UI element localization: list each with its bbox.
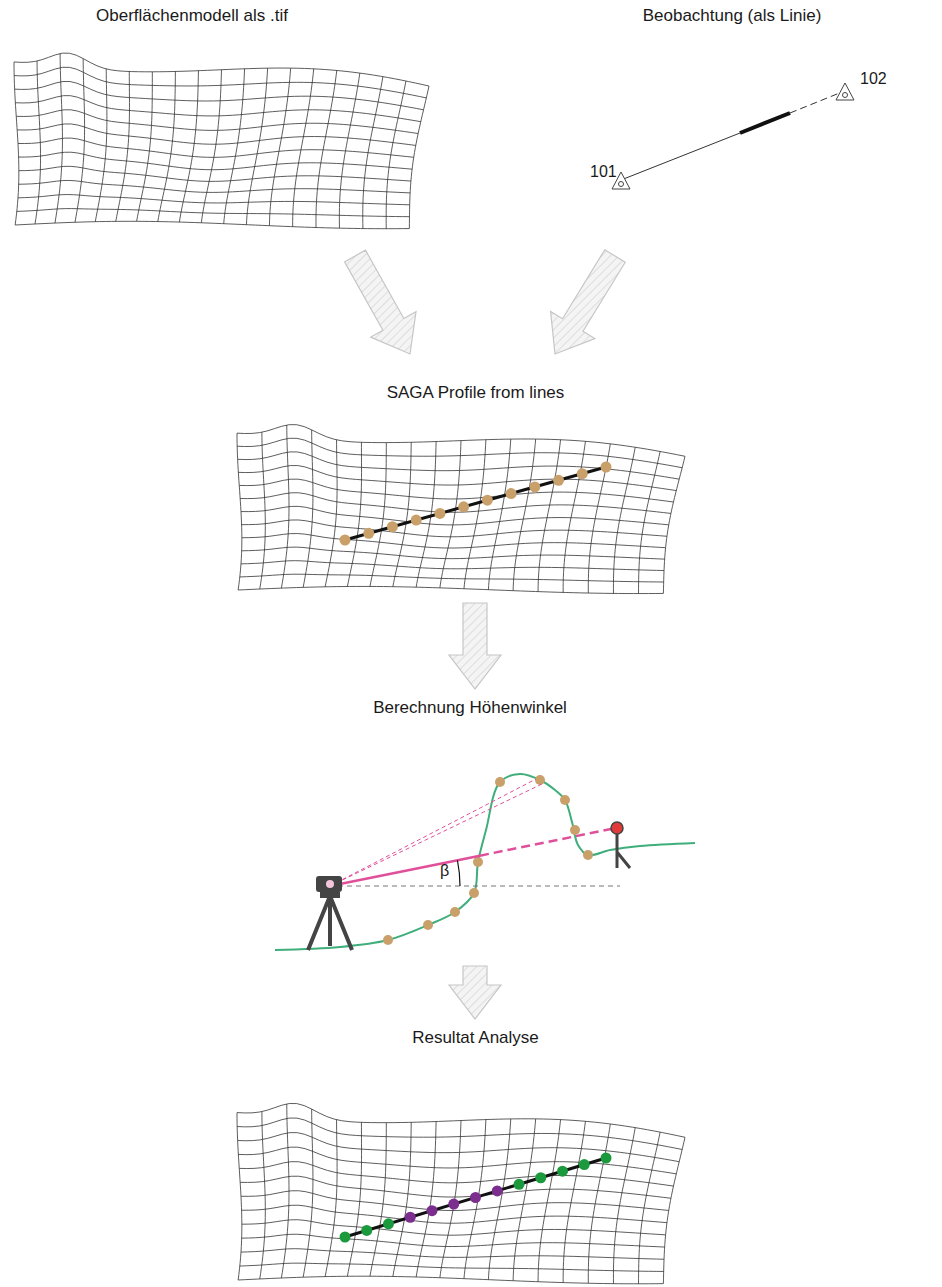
workflow-step: Berechnung Höhenwinkel (249, 697, 691, 958)
flow-arrow (449, 966, 501, 1019)
surface-mesh (237, 1104, 685, 1284)
angle-symbol: β (440, 862, 449, 880)
observation-line (612, 83, 854, 189)
surface-mesh (14, 53, 429, 229)
flow-arrow (345, 250, 416, 354)
flow-arrow (449, 603, 501, 689)
workflow-step: SAGA Profile from lines (242, 382, 709, 595)
step-title: SAGA Profile from lines (242, 382, 709, 404)
step-title: Berechnung Höhenwinkel (249, 697, 691, 719)
step-title: Oberflächenmodell als .tif (6, 5, 378, 27)
step-title: Resultat Analyse (242, 1027, 709, 1049)
step-title: Beobachtung (als Linie) (576, 5, 888, 27)
workflow-step: Oberflächenmodell als .tif (6, 5, 378, 228)
point-number: 101 (590, 163, 617, 181)
workflow-step: Resultat Analyse (242, 1027, 709, 1282)
point-number: 102 (860, 70, 887, 88)
workflow-step: Beobachtung (als Linie) (576, 5, 888, 228)
surface-mesh (237, 425, 685, 594)
flow-arrow (551, 250, 626, 354)
elevation-profile (275, 774, 695, 950)
